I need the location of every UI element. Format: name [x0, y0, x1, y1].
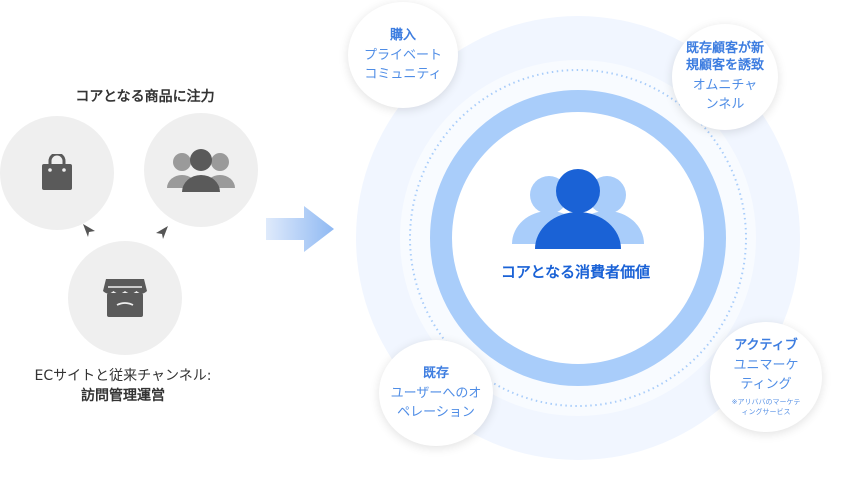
active-note: ※アリババのマーケテ ィングサービス [732, 397, 801, 417]
caption-line-2: 訪問管理運営 [81, 388, 165, 404]
connector-arrow-left [83, 224, 95, 237]
new-title-2: 規顧客を誘致 [685, 58, 764, 73]
left-caption: ECサイトと従来チャンネル: 訪問管理運営 [8, 366, 238, 406]
right-arrow-icon [266, 206, 334, 252]
consumer-group-icon [512, 169, 644, 249]
new-customer-text: オムニチャ ンネル [693, 76, 757, 114]
left-title: コアとなる商品に注力 [75, 89, 215, 105]
dotted-ring [409, 69, 747, 407]
existing-text-2: ペレーション [397, 404, 475, 420]
new-customer-title: 既存顧客が新 規顧客を誘致 [686, 40, 764, 74]
store-circle [68, 241, 182, 355]
existing-text: ユーザーへのオ ペレーション [391, 384, 482, 422]
new-title-1: 既存顧客が新 [685, 41, 764, 56]
new-text-2: ンネル [705, 97, 745, 112]
active-text: ユニマーケ ティング [733, 356, 798, 394]
existing-text-1: ユーザーへのオ [390, 385, 482, 401]
people-circle [144, 113, 258, 227]
new-text-1: オムニチャ [692, 78, 758, 93]
shopping-bag-icon [42, 154, 72, 190]
purchase-title: 購入 [389, 27, 416, 43]
connector-arrow-right [156, 226, 168, 239]
active-note-1: ※アリババのマーケテ [731, 398, 801, 406]
active-bubble: アクティブ ユニマーケ ティング ※アリババのマーケテ ィングサービス [710, 322, 822, 432]
existing-title: 既存 [422, 365, 449, 381]
purchase-text-2: コミュニティ [364, 66, 442, 82]
caption-line-1: ECサイトと従来チャンネル: [34, 368, 212, 384]
people-group-icon [167, 149, 235, 192]
purchase-text: プライベート コミュニティ [364, 46, 442, 84]
storefront-icon [103, 279, 147, 317]
existing-bubble: 既存 ユーザーへのオ ペレーション [379, 340, 493, 446]
center-label: コアとなる消費者価値 [500, 263, 651, 281]
bag-circle [0, 116, 114, 230]
purchase-text-1: プライベート [363, 47, 442, 63]
new-customer-bubble: 既存顧客が新 規顧客を誘致 オムニチャ ンネル [672, 24, 778, 130]
active-note-2: ィングサービス [741, 408, 791, 416]
active-title: アクティブ [734, 338, 798, 353]
active-text-1: ユニマーケ [733, 358, 799, 373]
purchase-bubble: 購入 プライベート コミュニティ [348, 2, 458, 108]
active-text-2: ティング [740, 377, 792, 392]
